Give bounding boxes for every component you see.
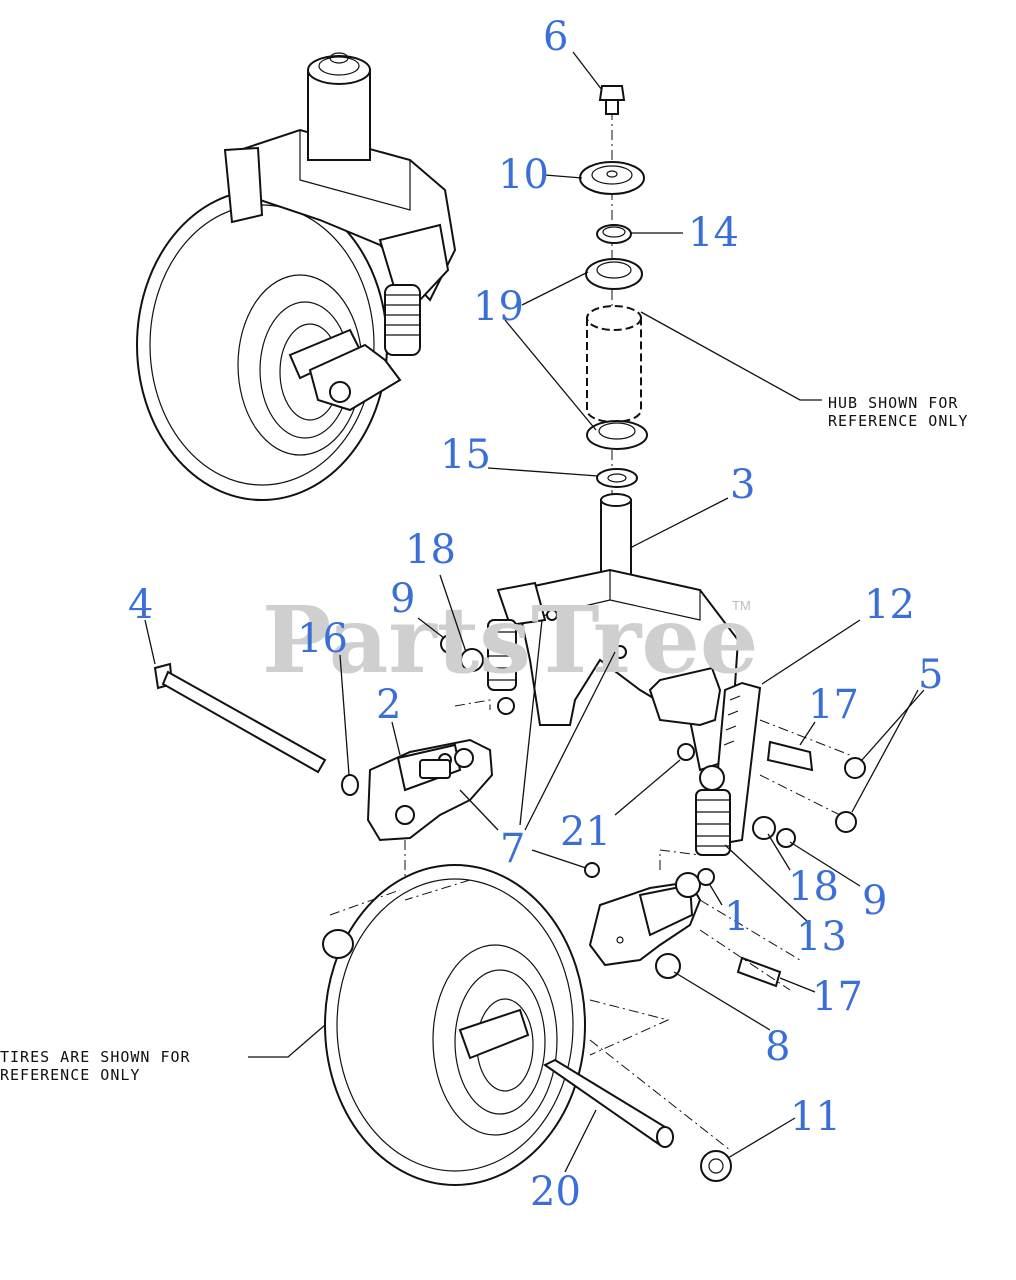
callout-16: 16	[297, 616, 348, 662]
bolt-6	[598, 85, 626, 101]
callout-10: 10	[498, 152, 549, 198]
callout-4: 4	[128, 582, 153, 628]
nut-9-left	[440, 634, 460, 654]
callout-numbers: 6 10 14 19 15 3 18 9 16 4 2 12 5 17 21 7…	[128, 14, 943, 1215]
nut-5-upper	[844, 757, 866, 779]
bolt-17-upper	[766, 740, 814, 772]
callout-7: 7	[500, 826, 525, 872]
seal-14	[596, 224, 632, 244]
bolt-4-shank	[161, 670, 327, 774]
washer-18-left	[460, 648, 484, 672]
bearing-19-bottom	[586, 420, 648, 450]
washer-15	[596, 468, 638, 488]
spacer-11	[700, 1150, 732, 1182]
callout-15: 15	[440, 432, 491, 478]
washer-16	[341, 774, 359, 796]
bearing-19-top	[585, 258, 643, 290]
callout-20: 20	[530, 1169, 581, 1215]
nut-8	[655, 953, 681, 979]
nut-5-lower	[835, 811, 857, 833]
callout-17-lower: 17	[812, 974, 863, 1020]
callout-12: 12	[864, 582, 915, 628]
left-bracket	[496, 581, 547, 627]
callout-6: 6	[543, 14, 568, 60]
upper-left-bracket	[223, 146, 264, 224]
callout-19: 19	[473, 284, 524, 330]
watermark-text: PartsTree	[262, 586, 758, 694]
callout-1: 1	[724, 894, 749, 940]
callout-17-upper: 17	[808, 682, 859, 728]
hub-reference	[586, 318, 642, 423]
tires-note-line1: TIRES ARE SHOWN FOR	[0, 1048, 191, 1066]
callout-21: 21	[560, 809, 611, 855]
hub-note-line1: HUB SHOWN FOR	[828, 394, 958, 412]
hub-note-line2: REFERENCE ONLY	[828, 412, 968, 430]
nut-9-right	[776, 828, 796, 848]
callout-8: 8	[765, 1024, 790, 1070]
nut-7	[584, 862, 600, 878]
callout-18-left: 18	[405, 527, 456, 573]
bolt-17-lower	[736, 956, 782, 988]
lower-tire-reference	[322, 864, 732, 1186]
left-spring	[487, 619, 517, 691]
upper-right-bracket	[378, 223, 450, 302]
callout-14: 14	[688, 210, 739, 256]
callout-2: 2	[376, 682, 401, 728]
left-hardware	[153, 634, 494, 930]
callout-13: 13	[796, 914, 847, 960]
right-hardware	[584, 666, 866, 991]
lower-tire	[324, 864, 586, 1186]
assembled-caster-reference	[136, 52, 457, 501]
upper-spring	[384, 284, 421, 356]
callout-5: 5	[918, 652, 943, 698]
callout-11: 11	[790, 1094, 841, 1140]
tires-note-line2: REFERENCE ONLY	[0, 1066, 140, 1084]
washer-18-right	[752, 816, 776, 840]
callout-9-right: 9	[862, 878, 887, 924]
bushing-21	[677, 743, 695, 761]
spacer-left	[322, 929, 354, 959]
right-bracket	[648, 666, 722, 727]
dust-cap-10	[579, 161, 645, 195]
callout-3: 3	[730, 462, 755, 508]
hub-stack	[579, 85, 648, 596]
callout-9-left: 9	[390, 576, 415, 622]
leader-lines	[144, 51, 925, 1173]
callout-18-right: 18	[788, 864, 839, 910]
watermark-tm: TM	[732, 598, 751, 613]
